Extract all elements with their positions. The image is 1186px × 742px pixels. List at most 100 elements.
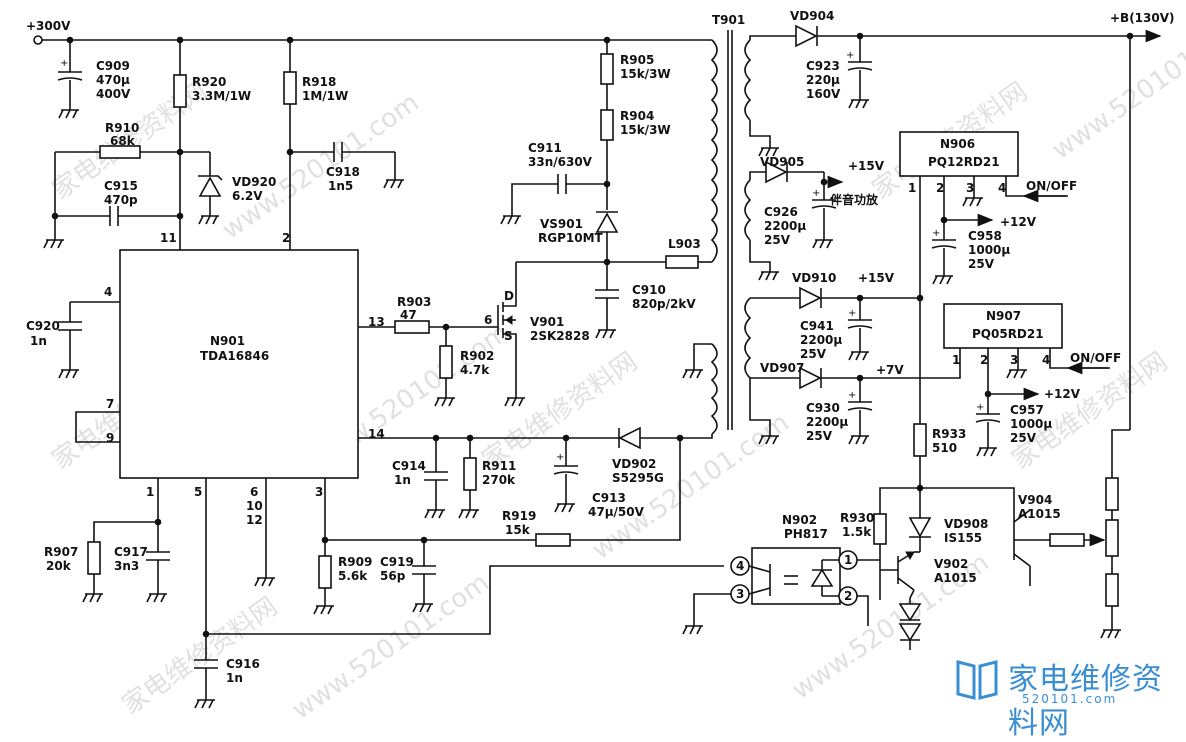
svg-text:25V: 25V — [1010, 431, 1037, 445]
resistor-r903: R903 47 — [358, 295, 490, 334]
svg-text:R933: R933 — [932, 427, 966, 441]
svg-text:S: S — [504, 329, 513, 343]
svg-text:15k/3W: 15k/3W — [620, 123, 671, 137]
svg-text:N906: N906 — [940, 137, 975, 151]
svg-text:D: D — [504, 289, 514, 303]
svg-text:+B(130V): +B(130V) — [1110, 11, 1175, 25]
svg-text:C913: C913 — [592, 491, 626, 505]
svg-text:2: 2 — [936, 181, 944, 195]
svg-text:R905: R905 — [620, 53, 654, 67]
svg-text:VD908: VD908 — [944, 517, 988, 531]
svg-text:C923: C923 — [806, 59, 840, 73]
svg-text:C916: C916 — [226, 657, 260, 671]
svg-text:S5295G: S5295G — [612, 471, 664, 485]
capacitor-c920: C920 1n — [26, 301, 120, 379]
svg-text:3: 3 — [1010, 353, 1018, 367]
svg-text:R918: R918 — [302, 75, 336, 89]
svg-text:+: + — [556, 452, 564, 463]
svg-text:2200μ: 2200μ — [764, 219, 806, 233]
svg-text:13: 13 — [368, 315, 385, 329]
svg-text:3n3: 3n3 — [114, 559, 139, 573]
resistor-r933: R933 510 — [913, 298, 966, 492]
svg-text:R903: R903 — [397, 295, 431, 309]
zener-vd920: VD920 6.2V — [198, 152, 276, 225]
svg-text:56p: 56p — [380, 569, 406, 583]
svg-text:25V: 25V — [800, 347, 827, 361]
svg-text:470p: 470p — [104, 193, 138, 207]
logo-url: 520101.com — [1022, 692, 1118, 706]
svg-text:+12V: +12V — [1000, 215, 1037, 229]
svg-text:A1015: A1015 — [934, 571, 977, 585]
output-7v: VD907 +7V + C930 2200μ 25V — [750, 354, 961, 445]
resistor-r905: R905 15k/3W — [600, 40, 671, 110]
capacitor-c918: C918 1n5 — [290, 142, 405, 193]
resistor-r911: R911 270k — [458, 438, 516, 519]
svg-text:R909: R909 — [338, 555, 372, 569]
output-130v: VD904 +B(130V) + C923 220μ 160V — [749, 9, 1175, 478]
mosfet-v901: 6 D S V901 2SK2828 — [484, 262, 590, 407]
svg-text:820p/2kV: 820p/2kV — [632, 297, 696, 311]
svg-text:510: 510 — [932, 441, 957, 455]
drain-node: L903 — [516, 237, 712, 269]
capacitor-c914: C914 1n — [392, 438, 448, 519]
watermark-text: www.520101.com — [587, 408, 795, 566]
svg-text:470μ: 470μ — [96, 73, 130, 87]
svg-text:A1015: A1015 — [1018, 507, 1061, 521]
svg-text:4: 4 — [998, 181, 1006, 195]
svg-text:25V: 25V — [968, 257, 995, 271]
svg-text:N902: N902 — [782, 513, 817, 527]
svg-text:1.5k: 1.5k — [842, 525, 872, 539]
svg-text:ON/OFF: ON/OFF — [1070, 351, 1121, 365]
capacitor-c910: C910 820p/2kV — [595, 262, 696, 339]
resistor-r919: R919 15k — [321, 438, 681, 547]
svg-text:14: 14 — [368, 427, 385, 441]
diode-vd908: VD908 IS155 — [908, 488, 988, 552]
svg-text:4: 4 — [104, 285, 112, 299]
svg-text:C930: C930 — [806, 401, 840, 415]
svg-text:3: 3 — [966, 181, 974, 195]
diode-vs901: VS901 RGP10MT — [538, 211, 619, 262]
svg-text:6: 6 — [484, 313, 492, 327]
svg-text:V902: V902 — [934, 557, 968, 571]
svg-text:R904: R904 — [620, 109, 654, 123]
svg-text:RGP10MT: RGP10MT — [538, 231, 604, 245]
svg-text:R911: R911 — [482, 459, 516, 473]
svg-text:47μ/50V: 47μ/50V — [588, 505, 645, 519]
capacitor-c919: C919 56p — [380, 540, 436, 613]
svg-text:270k: 270k — [482, 473, 516, 487]
resistor-r930: R930 1.5k — [840, 487, 920, 600]
ic-n901: N901 TDA16846 4 11 2 13 7 9 14 1 5 6 10 … — [104, 231, 385, 527]
svg-text:2SK2828: 2SK2828 — [530, 329, 590, 343]
svg-text:33n/630V: 33n/630V — [528, 155, 593, 169]
svg-text:9: 9 — [106, 431, 114, 445]
resistor-r918: R918 1M/1W — [283, 40, 348, 250]
svg-text:400V: 400V — [96, 87, 131, 101]
svg-text:C919: C919 — [380, 555, 414, 569]
svg-text:1n: 1n — [226, 671, 243, 685]
svg-text:N907: N907 — [986, 309, 1021, 323]
svg-text:1: 1 — [146, 485, 154, 499]
svg-text:1000μ: 1000μ — [968, 243, 1010, 257]
pin10-ground — [254, 478, 276, 587]
svg-text:伴音功放: 伴音功放 — [829, 192, 879, 207]
optocoupler-n902: N902 PH817 4 3 1 2 — [682, 513, 880, 635]
svg-text:VD910: VD910 — [792, 271, 836, 285]
svg-text:C910: C910 — [632, 283, 666, 297]
svg-text:R930: R930 — [840, 511, 874, 525]
transistor-v902: V902 A1015 — [880, 551, 977, 650]
svg-text:C920: C920 — [26, 319, 60, 333]
capacitor-c911: C911 33n/630V — [500, 141, 607, 225]
svg-text:2: 2 — [844, 589, 852, 603]
regulator-n906: N906 PQ12RD21 1 2 3 4 +12V ON/OFF + C958… — [899, 131, 1077, 298]
svg-text:4.7k: 4.7k — [460, 363, 490, 377]
svg-text:3: 3 — [736, 587, 744, 601]
svg-text:+7V: +7V — [876, 363, 904, 377]
svg-text:1: 1 — [844, 553, 852, 567]
svg-text:+12V: +12V — [1044, 387, 1081, 401]
svg-text:1000μ: 1000μ — [1010, 417, 1052, 431]
resistor-r902: R902 4.7k — [434, 327, 494, 407]
watermark-text: www.520101.com — [217, 88, 425, 246]
svg-text:+: + — [848, 390, 856, 401]
svg-text:+15V: +15V — [848, 159, 885, 173]
pin7-pin9-link — [75, 411, 120, 443]
